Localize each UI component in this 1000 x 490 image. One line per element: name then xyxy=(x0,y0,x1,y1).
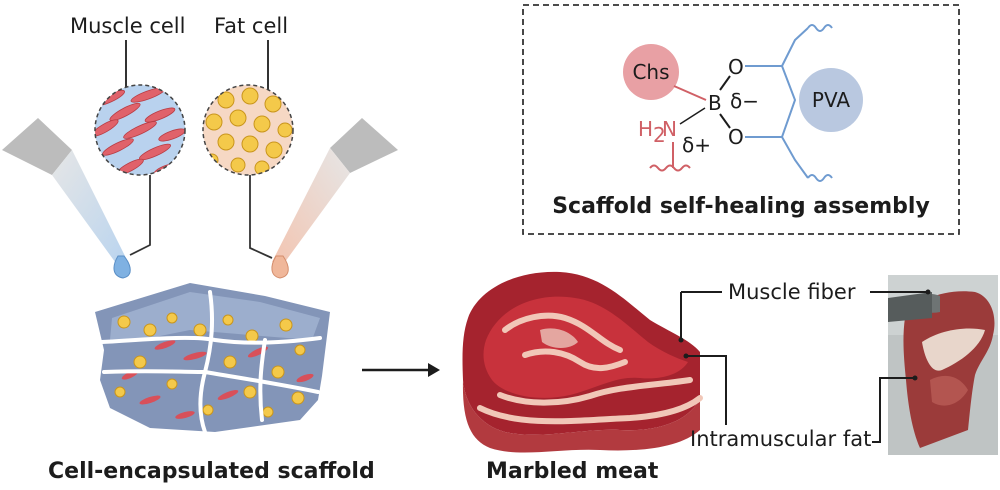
process-arrow xyxy=(362,363,440,377)
assembly-box xyxy=(522,4,960,235)
amine-n: N xyxy=(662,117,677,141)
chs-boron-bond xyxy=(673,85,707,101)
fat-cell-label: Fat cell xyxy=(214,14,288,38)
amine-group: H 2 N δ+ xyxy=(638,107,711,172)
intramuscular-fat-label: Intramuscular fat xyxy=(690,427,871,451)
n-to-boron-line xyxy=(679,107,706,125)
amine-h: H xyxy=(638,117,653,141)
fat-cell-circle xyxy=(202,84,294,176)
assembly-panel: Chs PVA B δ− O O H 2 N δ+ Scaffold xyxy=(522,4,960,235)
amine-backbone-wave xyxy=(649,164,691,172)
boron-atom: B xyxy=(708,91,722,115)
scaffold-illustration xyxy=(95,283,330,434)
left-pipette xyxy=(2,118,131,279)
meat-fat-leader xyxy=(686,355,727,425)
meat-fat-leader-dot xyxy=(683,353,689,359)
muscle-droplet-leader xyxy=(129,175,151,256)
chs-circle xyxy=(623,44,679,100)
intramuscular-fat-photo-leader xyxy=(872,377,915,443)
pva-label: PVA xyxy=(812,88,850,112)
chs-label: Chs xyxy=(632,60,669,84)
boron-o-top-bond xyxy=(719,75,731,91)
delta-minus: δ− xyxy=(730,89,759,113)
muscle-fiber-photo-dot xyxy=(925,289,931,295)
right-pipette xyxy=(271,118,398,279)
fat-droplet-leader xyxy=(249,175,273,259)
amine-subscript: 2 xyxy=(653,123,666,147)
marbled-meat-illustration xyxy=(462,271,727,453)
pva-circle xyxy=(799,68,863,132)
meat-photo xyxy=(888,275,998,455)
oxygen-bottom: O xyxy=(728,125,744,149)
oxygen-top: O xyxy=(728,55,744,79)
delta-plus: δ+ xyxy=(682,133,711,157)
intramuscular-fat-photo-dot xyxy=(912,375,918,381)
meat-caption: Marbled meat xyxy=(486,459,659,484)
boron-o-bottom-bond xyxy=(719,113,731,129)
muscle-cell-label: Muscle cell xyxy=(70,14,185,38)
meat-fiber-leader-dot xyxy=(678,337,684,343)
assembly-caption: Scaffold self-healing assembly xyxy=(552,194,930,219)
pva-backbone xyxy=(745,24,833,182)
scaffold-caption: Cell-encapsulated scaffold xyxy=(48,459,375,484)
muscle-cell-circle xyxy=(94,84,186,176)
muscle-fiber-label: Muscle fiber xyxy=(728,280,856,304)
